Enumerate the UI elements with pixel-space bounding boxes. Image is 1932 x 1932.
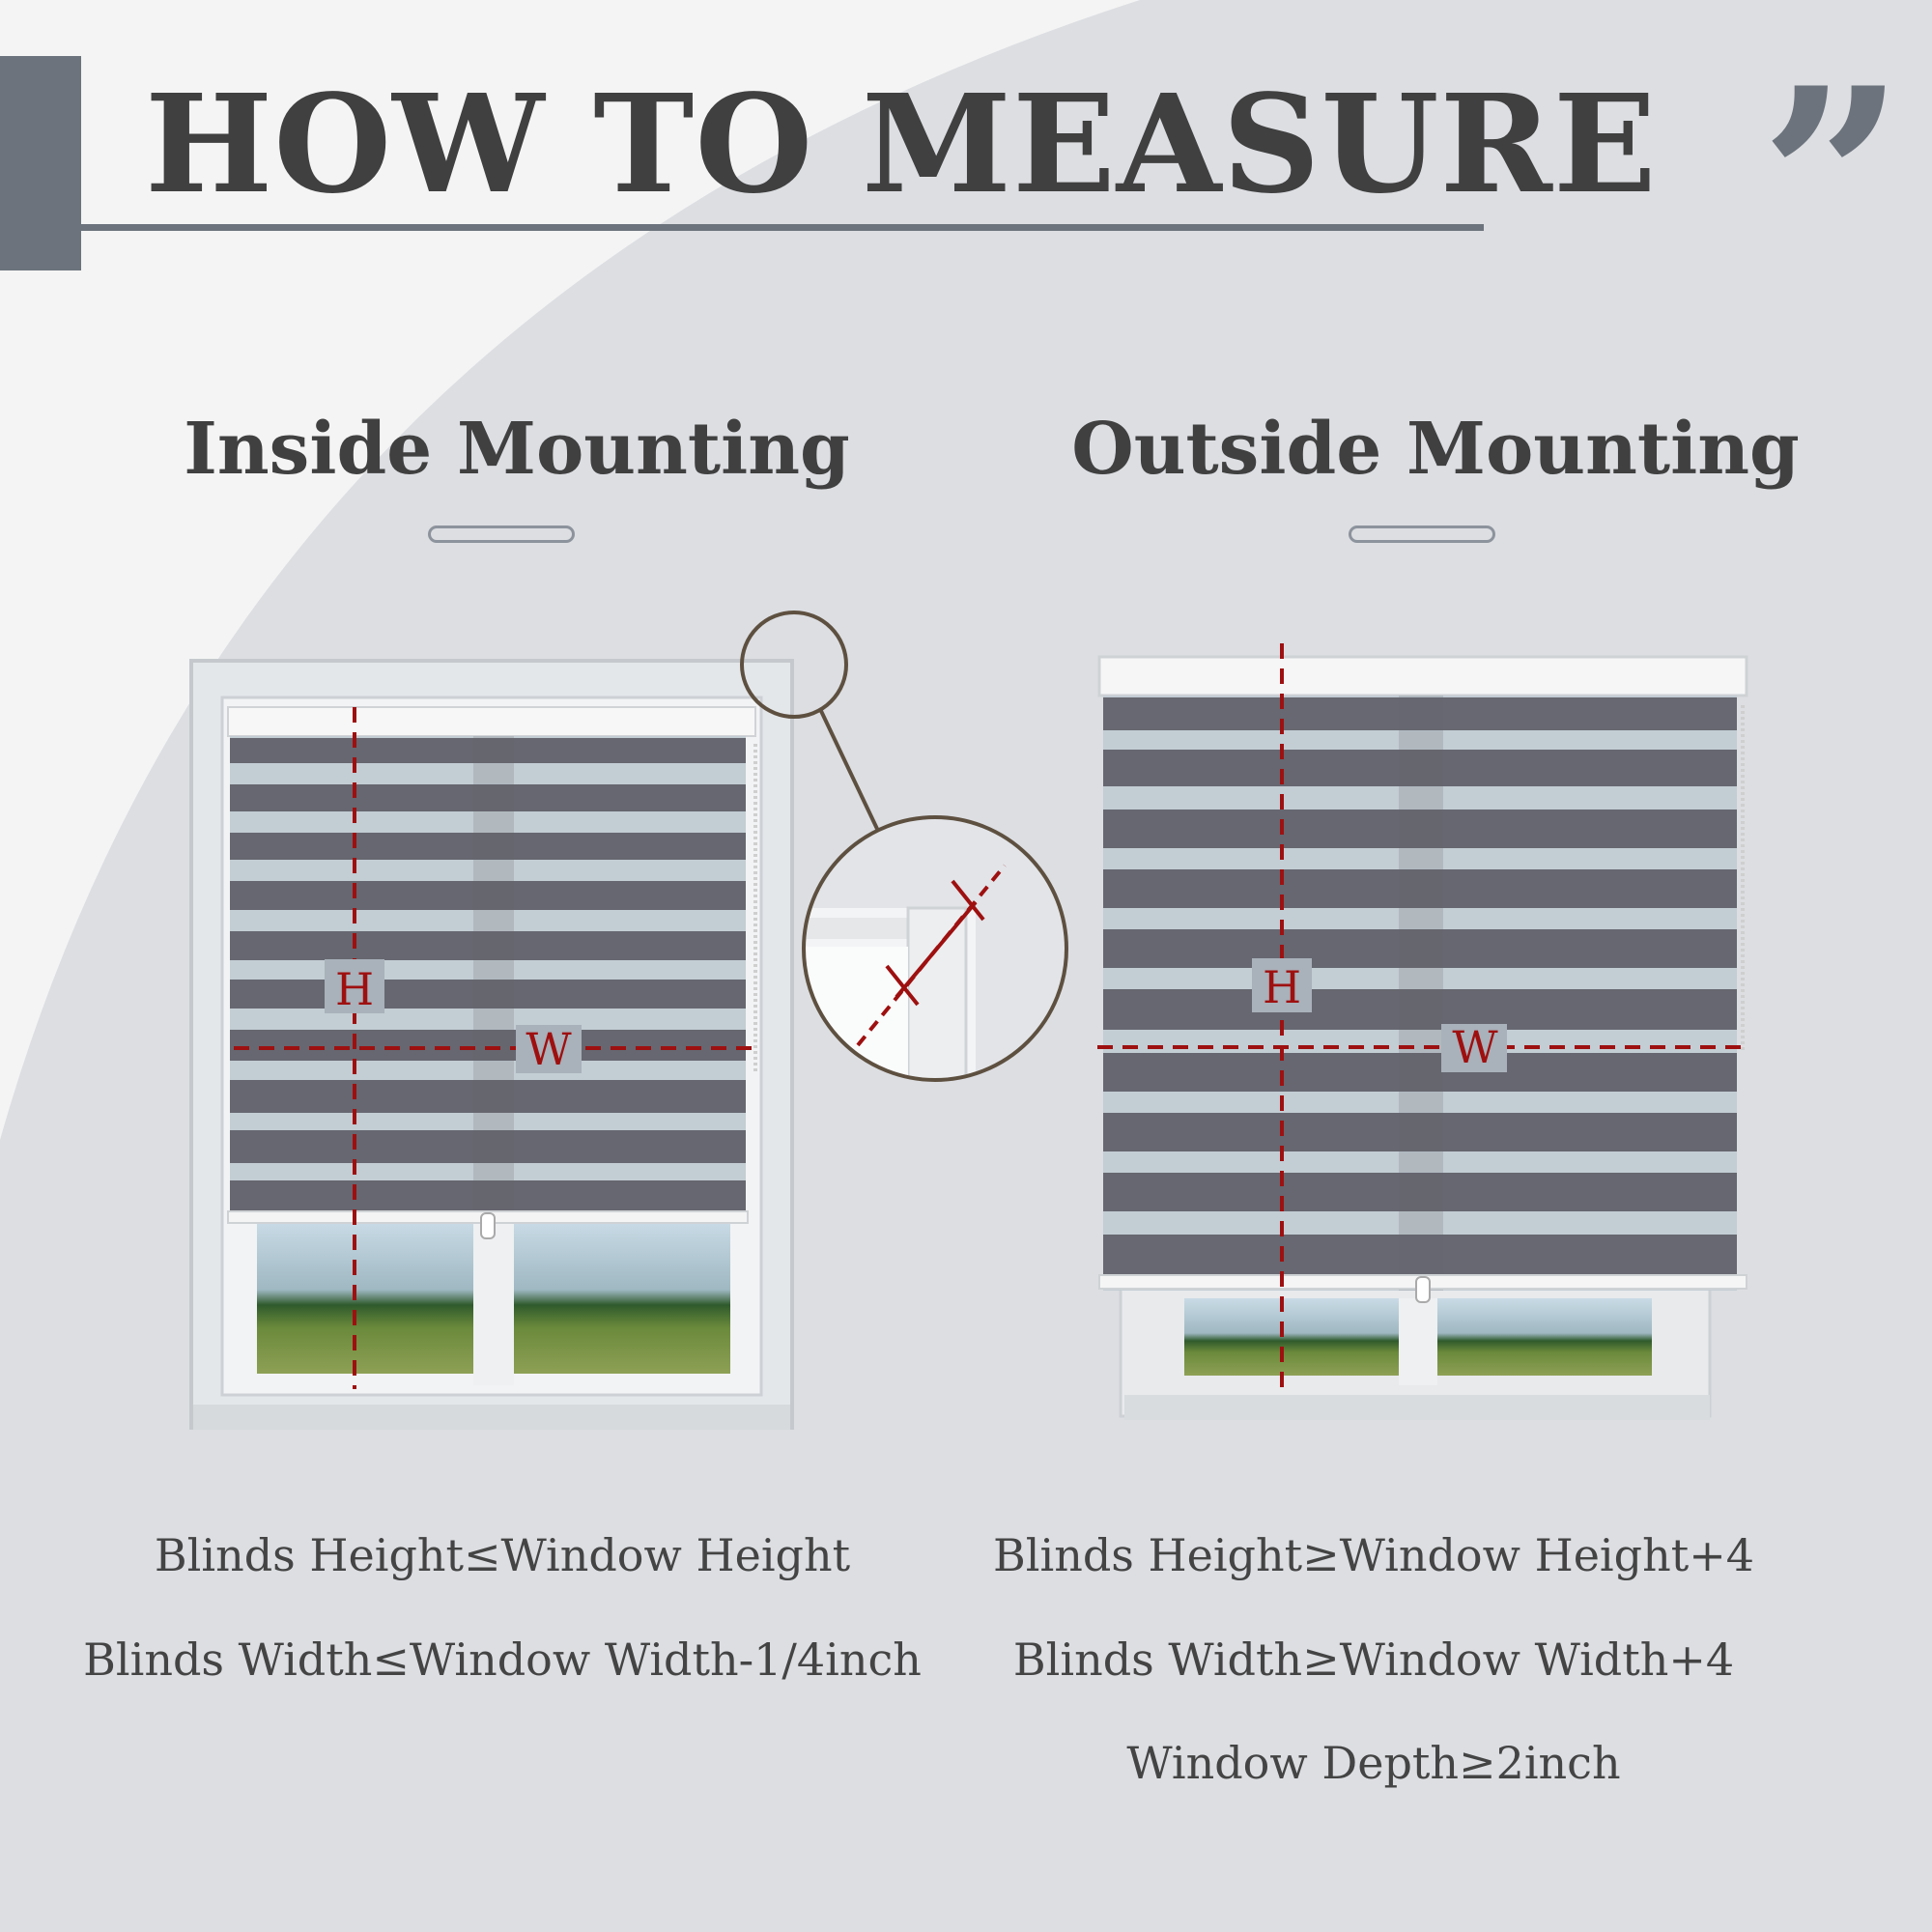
- inside-height-label: H: [335, 963, 374, 1015]
- inside-title-divider: [428, 526, 575, 543]
- window-depth-formula: Window Depth≥2inch: [1126, 1737, 1621, 1789]
- outside-width-label: W: [1452, 1021, 1498, 1073]
- inside-width-label: W: [526, 1023, 572, 1075]
- inside-height-formula: Blinds Height≤Window Height: [154, 1529, 851, 1581]
- outside-height-label: H: [1263, 961, 1301, 1013]
- outside-window-illustration: [1097, 643, 1748, 1420]
- depth-detail-callout: [740, 611, 1068, 1082]
- header-accent-bar: [0, 56, 81, 270]
- title-underline: [81, 224, 1484, 231]
- inside-mounting-title: Inside Mounting: [184, 408, 850, 491]
- outside-height-formula: Blinds Height≥Window Height+4: [992, 1529, 1755, 1581]
- inside-window-illustration: [189, 659, 794, 1430]
- page-title: HOW TO MEASURE: [145, 66, 1658, 224]
- quote-icon: ”: [1760, 34, 1905, 328]
- outside-mounting-title: Outside Mounting: [1071, 408, 1800, 491]
- outside-width-formula: Blinds Width≥Window Width+4: [1012, 1634, 1735, 1686]
- inside-width-formula: Blinds Width≤Window Width-1/4inch: [83, 1634, 922, 1686]
- outside-title-divider: [1349, 526, 1495, 543]
